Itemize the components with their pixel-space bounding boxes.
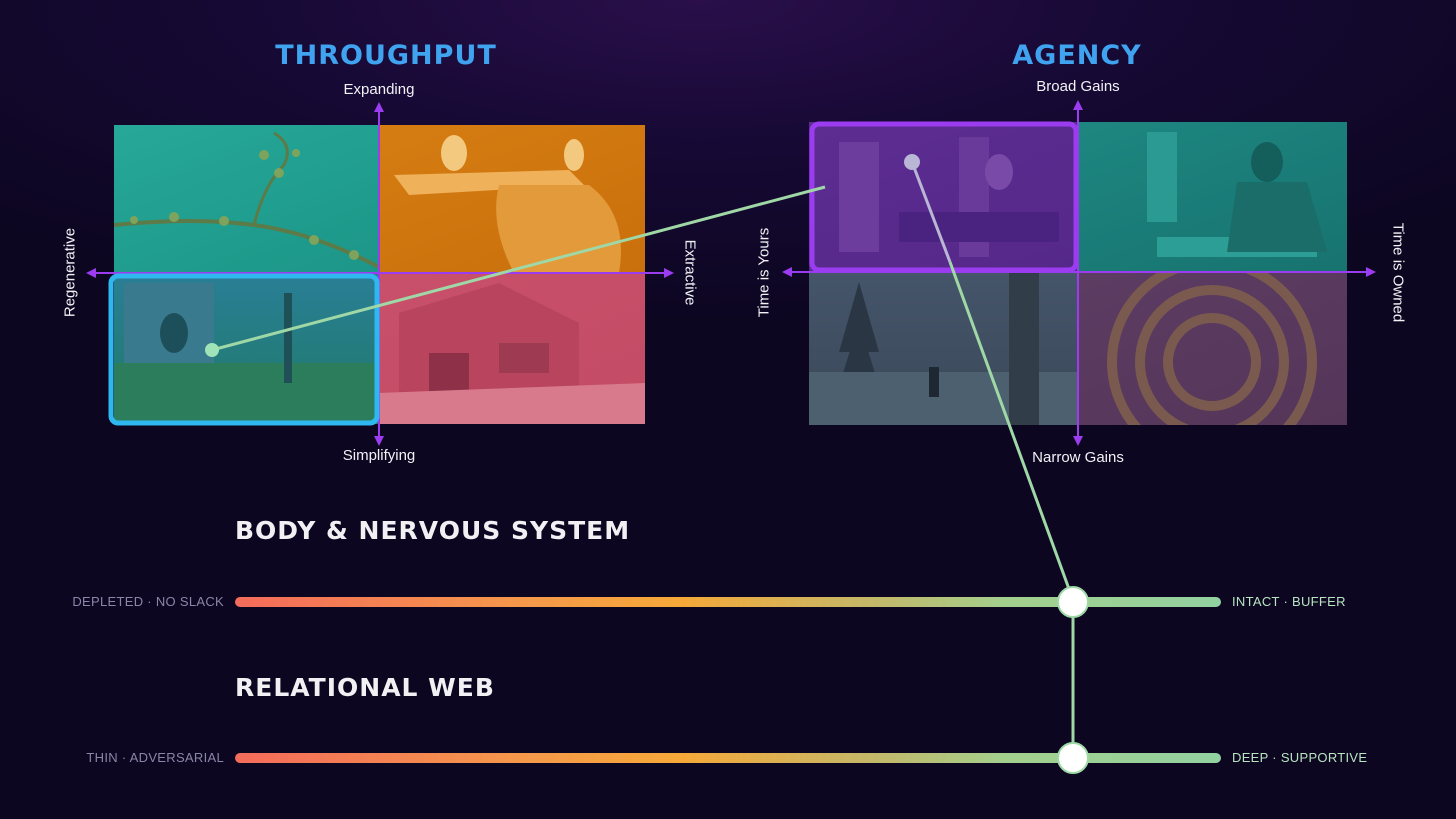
agency-axis-bottom-label: Narrow Gains — [1032, 449, 1124, 466]
lake-forest-image-icon — [809, 272, 1077, 425]
agency-selected-quadrant-highlight — [809, 121, 1079, 273]
connector-throughput-agency — [211, 185, 826, 352]
maze-image-icon — [1107, 272, 1317, 425]
quadrant-time-yours-narrow[interactable] — [809, 272, 1077, 425]
body-system-knob[interactable] — [1057, 586, 1090, 618]
porch-image-icon — [114, 283, 379, 424]
relational-web-left-label: THIN · ADVERSARIAL — [86, 750, 224, 765]
quadrant-time-owned-narrow[interactable] — [1077, 272, 1347, 425]
office-worker-image-icon — [1147, 132, 1327, 257]
connector-agency-body — [948, 261, 1075, 601]
arrow-head-icon — [86, 268, 96, 278]
quadrant-extractive-simplifying[interactable] — [379, 273, 645, 424]
quadrant-regenerative-simplifying[interactable] — [114, 273, 379, 424]
arrow-head-icon — [1073, 100, 1083, 110]
arrow-head-icon — [1073, 436, 1083, 446]
connector-agency-inner — [910, 161, 952, 263]
arrow-head-icon — [782, 267, 792, 277]
quadrant-time-owned-broad[interactable] — [1077, 122, 1347, 272]
throughput-title: THROUGHPUT — [275, 40, 497, 71]
relational-web-track[interactable] — [235, 753, 1221, 763]
agency-title: AGENCY — [1012, 40, 1142, 71]
arrow-head-icon — [1366, 267, 1376, 277]
quadrant-extractive-expanding[interactable] — [379, 125, 645, 273]
body-system-track[interactable] — [235, 597, 1221, 607]
throughput-axis-top-label: Expanding — [343, 81, 415, 98]
relational-web-title: RELATIONAL WEB — [235, 673, 495, 702]
throughput-axis-bottom-label: Simplifying — [342, 447, 416, 464]
ruined-house-image-icon — [379, 283, 645, 424]
throughput-selected-quadrant-highlight — [108, 273, 380, 426]
selection-dot-icon — [904, 154, 920, 170]
relational-web-right-label: DEEP · SUPPORTIVE — [1232, 750, 1368, 765]
body-system-left-label: DEPLETED · NO SLACK — [72, 594, 224, 609]
relational-web-knob[interactable] — [1057, 742, 1090, 774]
branch-image-icon — [114, 131, 379, 269]
arrow-head-icon — [374, 436, 384, 446]
selection-dot-icon — [205, 343, 219, 357]
body-system-title: BODY & NERVOUS SYSTEM — [235, 516, 631, 545]
quadrant-time-yours-broad[interactable] — [809, 122, 1077, 272]
quadrant-regenerative-expanding[interactable] — [114, 125, 379, 273]
arrow-head-icon — [374, 102, 384, 112]
workshop-image-icon — [839, 137, 1059, 257]
agency-axis-top-label: Broad Gains — [1036, 78, 1120, 95]
body-system-right-label: INTACT · BUFFER — [1232, 594, 1346, 609]
arrow-head-icon — [664, 268, 674, 278]
